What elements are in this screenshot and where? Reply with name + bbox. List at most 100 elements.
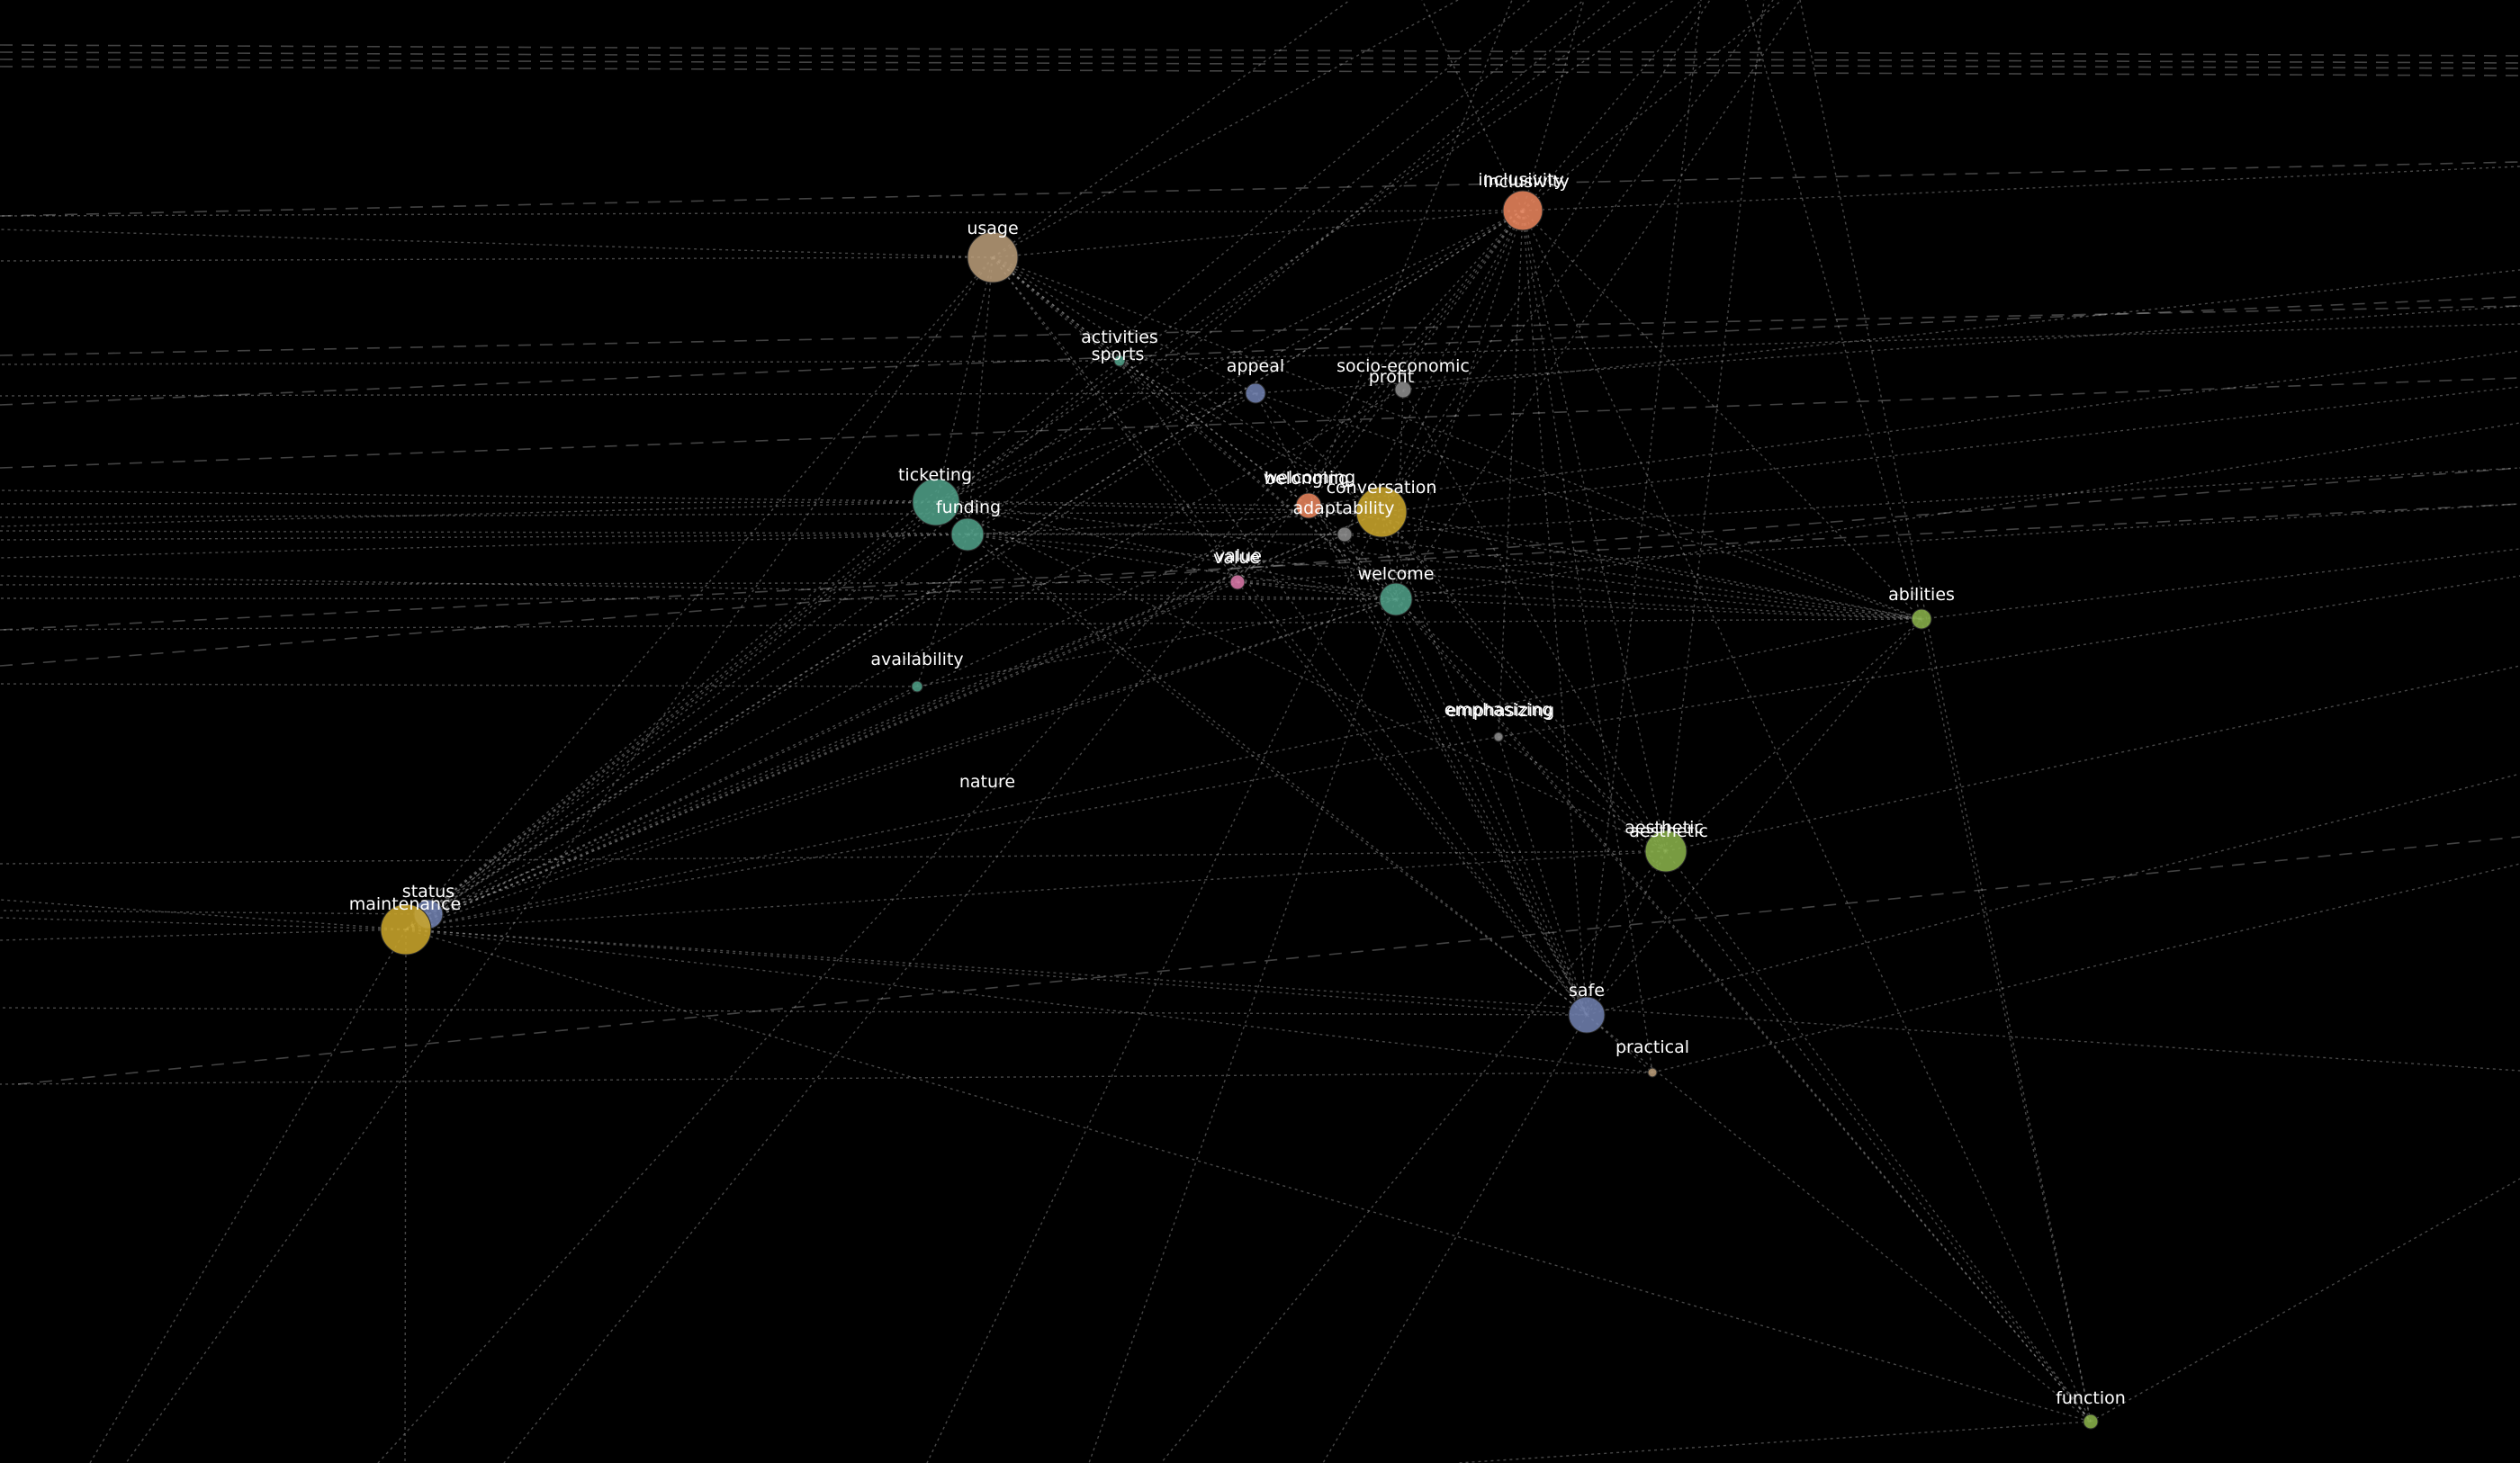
graph-edge-offscreen (405, 0, 1639, 930)
node-emphasizing[interactable] (1493, 732, 1504, 742)
graph-edge-offscreen (1652, 863, 2520, 1073)
node-label-function: function (2056, 1388, 2126, 1408)
node-label-maintenance: maintenance (349, 894, 461, 914)
node-label-welcome: welcome (1358, 564, 1435, 584)
graph-edge-offscreen (1322, 1014, 1588, 1463)
graph-edge (992, 256, 1310, 507)
graph-edge-band (0, 66, 2520, 76)
node-welcome[interactable] (1379, 582, 1413, 616)
node-conversation[interactable] (1355, 486, 1408, 538)
node-label-emphasizing: emphasizing (1444, 700, 1552, 720)
node-function[interactable] (2083, 1414, 2099, 1430)
graph-edge-band (0, 44, 2520, 57)
node-label-sports: sports (1092, 345, 1145, 364)
graph-edge (1308, 505, 1397, 600)
graph-edge (1522, 210, 2092, 1423)
node-label-conversation: conversation (1327, 478, 1437, 498)
graph-edge-offscreen (0, 917, 407, 930)
graph-edge (1237, 581, 1588, 1016)
node-adaptability[interactable] (1336, 526, 1353, 543)
graph-edge (992, 256, 1238, 583)
graph-edge (405, 501, 937, 930)
node-ticketing[interactable] (912, 478, 960, 526)
graph-edge-offscreen (992, 0, 1459, 258)
node-value[interactable] (1229, 574, 1246, 590)
graph-edge (1308, 505, 1588, 1016)
node-funding[interactable] (950, 517, 985, 552)
graph-edge (1255, 392, 1922, 620)
node-appeal[interactable] (1245, 382, 1266, 404)
node-label-socio-economic: socio-economic (1336, 356, 1470, 376)
node-label-funding: funding (936, 498, 1001, 517)
graph-edge (405, 598, 1397, 930)
graph-edge (992, 256, 1922, 620)
node-activities[interactable] (1113, 355, 1126, 367)
graph-edge (405, 929, 1653, 1073)
node-label-appeal: appeal (1227, 356, 1284, 376)
graph-edge-band (17, 836, 2520, 1085)
graph-edge-band (0, 51, 2520, 64)
graph-edge-offscreen (1395, 0, 1801, 600)
graph-edge-offscreen (1119, 323, 2520, 362)
graph-edge (405, 511, 1382, 930)
graph-edge (967, 210, 1524, 535)
node-label-adaptability: adaptability (1292, 498, 1394, 518)
graph-edge (1344, 210, 1524, 535)
graph-edge-offscreen (404, 929, 407, 1463)
graph-edge (1921, 618, 2092, 1423)
graph-edge (1665, 618, 1922, 852)
graph-edge (935, 256, 994, 503)
graph-edge (1237, 210, 1524, 583)
graph-edge-offscreen (0, 501, 937, 505)
graph-edge-offscreen (1381, 386, 2520, 513)
node-label-aesthetic-2: aesthetic (1629, 821, 1708, 841)
graph-edge (992, 210, 1524, 258)
graph-edge-offscreen (1498, 575, 2520, 738)
node-abilities[interactable] (1911, 608, 1932, 630)
graph-edge-offscreen (1745, 0, 1922, 620)
graph-edge-offscreen (1088, 598, 1397, 1463)
graph-edge-offscreen (1344, 467, 2520, 535)
graph-edge-offscreen (503, 210, 1524, 1463)
graph-edge-band (0, 305, 2520, 356)
node-belonging[interactable] (1295, 492, 1322, 519)
graph-edge (935, 210, 1524, 503)
node-usage[interactable] (967, 231, 1019, 283)
graph-edge (935, 501, 1382, 513)
graph-edge-offscreen (1402, 269, 2520, 390)
graph-edge-offscreen (0, 360, 1120, 365)
node-aesthetic[interactable] (1644, 830, 1688, 873)
graph-edge (1395, 598, 1588, 1016)
graph-edge (1237, 581, 1397, 600)
node-label-belonging: belonging (1264, 469, 1349, 489)
graph-edge-offscreen (1395, 422, 2520, 600)
node-layer (380, 190, 2099, 1430)
graph-edge-offscreen (1799, 0, 2092, 1423)
graph-edge (1119, 360, 1382, 513)
graph-edge (967, 534, 1588, 1016)
graph-edge-offscreen (0, 910, 429, 915)
graph-edge-offscreen (0, 618, 1922, 631)
node-label-value: value (1213, 548, 1260, 568)
node-socio-economic[interactable] (1394, 381, 1412, 399)
graph-edge (967, 534, 1397, 600)
node-maintenance[interactable] (380, 903, 432, 956)
node-safe[interactable] (1568, 996, 1606, 1034)
node-label-safe: safe (1569, 981, 1605, 1001)
graph-edge (1498, 736, 1588, 1016)
node-label-usage: usage (967, 219, 1018, 238)
graph-edge (1344, 534, 1588, 1016)
graph-edge-offscreen (1421, 0, 1524, 211)
graph-edge-offscreen (1522, 0, 1585, 211)
graph-edge-offscreen (0, 581, 1238, 586)
graph-edge (1522, 210, 1653, 1073)
node-practical[interactable] (1647, 1067, 1658, 1078)
graph-edge (916, 598, 1397, 687)
node-availability[interactable] (911, 680, 923, 693)
graph-edge (1402, 389, 1667, 852)
label-layer: inclusivityinclusivityusageactivitiesspo… (349, 170, 2126, 1408)
graph-edge (405, 534, 968, 930)
graph-edge-offscreen (0, 501, 937, 527)
node-inclusivity[interactable] (1502, 190, 1544, 231)
